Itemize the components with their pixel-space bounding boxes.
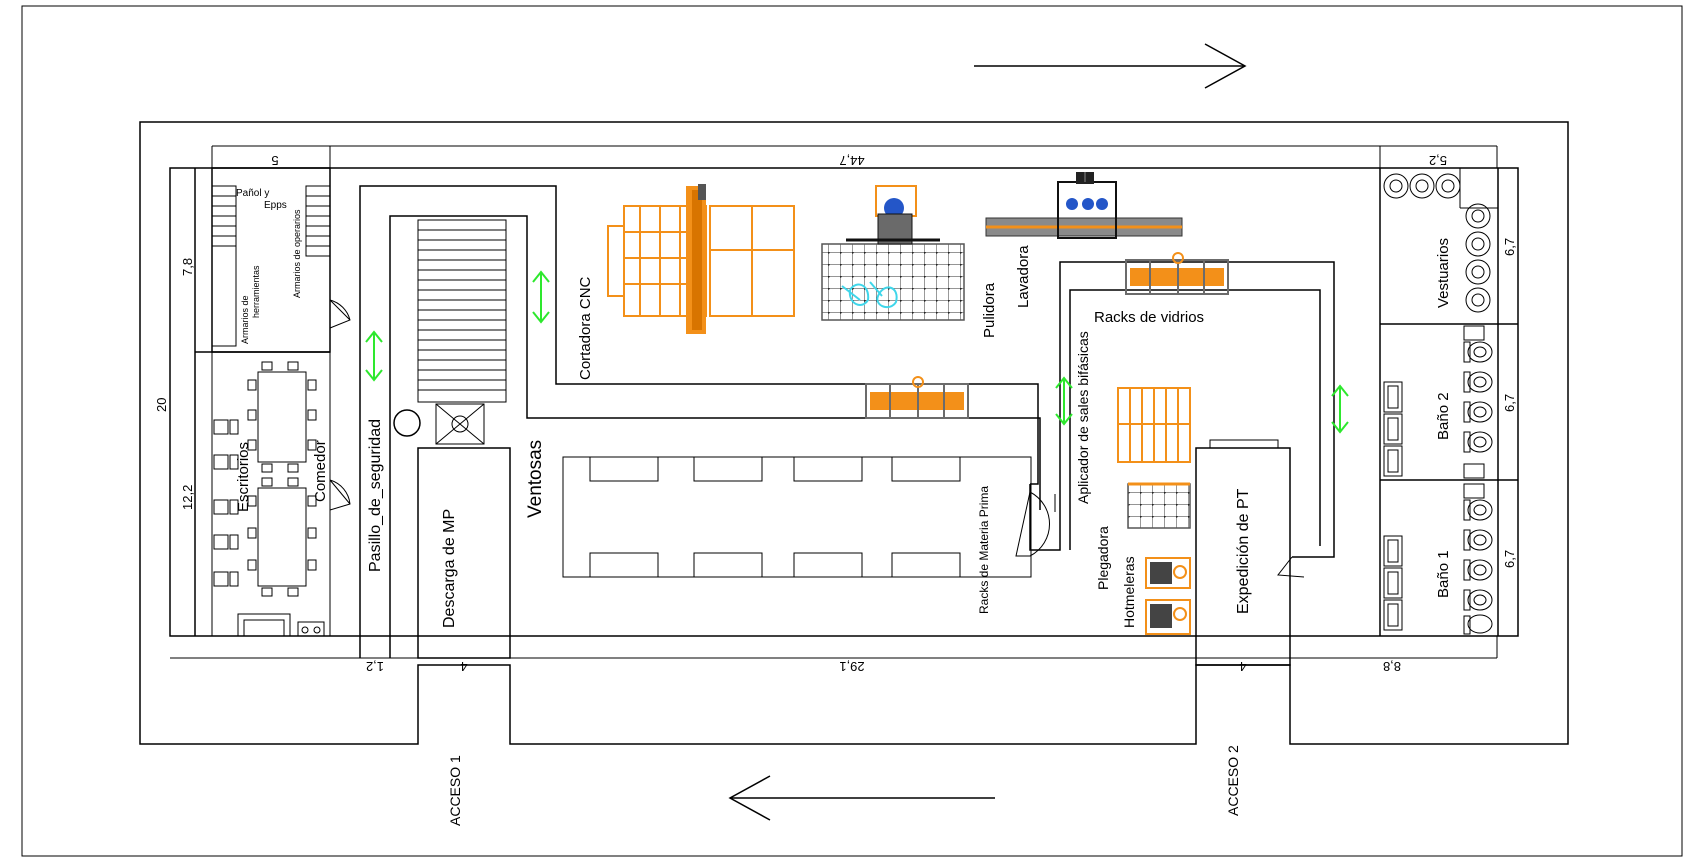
- armarios-operarios: [305, 185, 331, 257]
- cortadora-cnc: [607, 184, 795, 334]
- green-arrow-3: [1055, 376, 1073, 426]
- descarga-area: [417, 447, 511, 659]
- dining-tables: [247, 361, 317, 597]
- green-arrow-1: [365, 330, 383, 382]
- desks: [213, 419, 239, 587]
- lavadora: [985, 172, 1183, 239]
- kitchen: [237, 613, 325, 637]
- label-racks-mp: Racks de Materia Prima: [977, 486, 991, 614]
- label-armarios-herr-2: herramientas: [251, 265, 261, 318]
- lockers-vestuarios: [1383, 173, 1491, 313]
- label-cortadora: Cortadora CNC: [577, 276, 594, 380]
- plegadora: [1127, 482, 1191, 529]
- label-bano2: Baño 2: [1435, 392, 1452, 440]
- dim-20: 20: [154, 398, 169, 412]
- label-pasillo: Pasillo_de_seguridad: [367, 419, 384, 572]
- label-armarios-operarios: Armarios de operarios: [292, 209, 302, 298]
- dim-44-7: 44,7: [839, 153, 864, 168]
- label-epps: Epps: [264, 200, 287, 211]
- dim-6-7-b: 6,7: [1502, 394, 1517, 412]
- flow-arrow-right: [974, 43, 1247, 89]
- aplicador-sales: [1117, 387, 1191, 463]
- label-aplicador: Aplicador de sales bifásicas: [1075, 331, 1091, 504]
- dim-6-7-c: 6,7: [1502, 550, 1517, 568]
- building-outline: [169, 167, 1519, 637]
- label-acceso2: ACCESO 2: [1225, 745, 1241, 816]
- dim-6-7-a: 6,7: [1502, 238, 1517, 256]
- expedicion-area: [1195, 439, 1291, 666]
- hotmeleras: [1145, 557, 1191, 635]
- pasillo-seguridad: [359, 185, 1041, 658]
- label-expedicion: Expedición de PT: [1235, 488, 1252, 614]
- label-armarios-herr-1: Armarios de: [240, 295, 250, 344]
- bano2-fixtures: [1383, 325, 1493, 479]
- label-bano1: Baño 1: [1435, 550, 1452, 598]
- label-acceso1: ACCESO 1: [447, 755, 463, 826]
- rack-vidrios-mid: [865, 376, 969, 419]
- green-arrow-4: [1331, 384, 1349, 434]
- label-pulidora: Pulidora: [981, 282, 998, 338]
- bano1-fixtures: [1383, 483, 1493, 635]
- green-arrow-2: [532, 270, 550, 324]
- label-lavadora: Lavadora: [1015, 245, 1032, 308]
- label-plegadora: Plegadora: [1095, 526, 1111, 590]
- label-hotmeleras: Hotmeleras: [1121, 556, 1137, 628]
- dim-5: 5: [271, 153, 278, 168]
- rack-vidrios-top: [1125, 252, 1229, 295]
- label-ventosas: Ventosas: [525, 440, 546, 518]
- flow-arrow-left: [728, 775, 995, 821]
- dim-8-8: 8,8: [1383, 659, 1401, 674]
- armarios-herramientas: [211, 185, 237, 347]
- dim-1-2: 1,2: [366, 659, 384, 674]
- site-outline: [139, 121, 1569, 745]
- label-racks-vidrios: Racks de vidrios: [1094, 309, 1204, 326]
- dim-7-8: 7,8: [180, 258, 195, 276]
- pulidora: [821, 185, 965, 321]
- label-comedor: Comedor: [312, 440, 329, 502]
- label-vestuarios: Vestuarios: [1435, 238, 1452, 308]
- dim-5-2: 5,2: [1429, 153, 1447, 168]
- label-descarga: Descarga de MP: [441, 509, 458, 628]
- label-panol: Pañol y: [236, 188, 269, 199]
- label-escritorios: Escritorios: [235, 442, 252, 512]
- page-frame: [21, 5, 1683, 857]
- dim-4-a: 4: [460, 659, 467, 674]
- dim-12-2: 12,2: [180, 485, 195, 510]
- conveyor: [393, 219, 507, 445]
- dim-29-1: 29,1: [839, 659, 864, 674]
- racks-materia-prima: [562, 456, 1032, 578]
- dim-4-b: 4: [1239, 659, 1246, 674]
